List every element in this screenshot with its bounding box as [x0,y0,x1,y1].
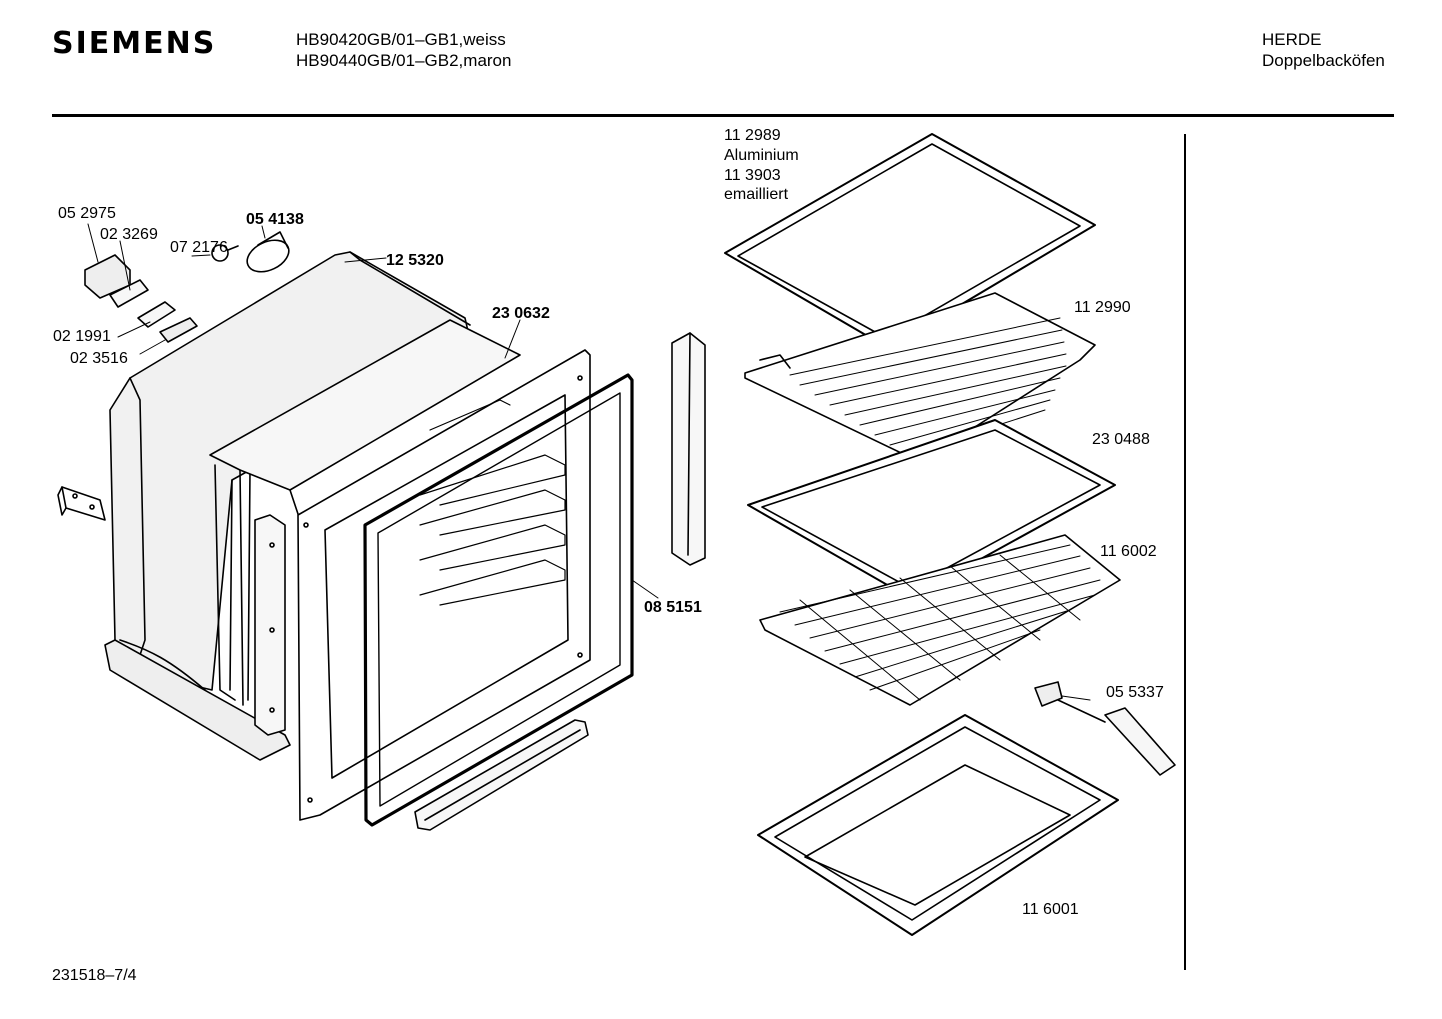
drawing-number: 231518–7/4 [52,967,137,984]
deep-roasting-pan [757,714,1119,936]
part-label-230488: 23 0488 [1092,431,1150,448]
small-parts [84,231,290,343]
category-block: HERDE Doppelbacköfen [1262,29,1385,71]
leader-lines [87,223,1091,701]
side-bracket [57,486,106,521]
part-note-emailliert: emailliert [724,186,789,203]
part-label-054138: 05 4138 [246,211,304,228]
front-trim-strip [414,719,589,831]
shelf-rails [419,399,566,606]
tray-handle [1034,681,1176,776]
oven-liner [209,319,521,706]
part-label-112989: 11 2989 [724,127,781,144]
part-label-055337: 05 5337 [1106,684,1164,701]
category-subtitle: Doppelbacköfen [1262,51,1385,70]
header-divider [52,114,1394,117]
part-label-230632: 23 0632 [492,305,550,322]
part-label-116001: 11 6001 [1022,901,1079,918]
part-label-023516: 02 3516 [70,350,128,367]
enamel-tray-frame [747,419,1116,599]
part-label-112990: 11 2990 [1074,299,1131,316]
part-label-021991: 02 1991 [53,328,111,345]
part-label-023269: 02 3269 [100,226,158,243]
door-seal [363,373,634,827]
flat-baking-tray [724,133,1096,349]
part-label-125320: 12 5320 [386,252,444,269]
part-label-072176: 07 2176 [170,239,228,256]
front-frame [297,349,591,821]
vertical-trim [671,332,706,566]
category-title: HERDE [1262,30,1322,49]
brand-logo: SIEMENS [52,26,217,61]
side-rail [254,514,286,736]
part-label-085151: 08 5151 [644,599,702,616]
wire-grid-shelf [744,292,1096,463]
base-channel [104,639,291,761]
wire-rack [759,534,1121,706]
part-label-052975: 05 2975 [58,205,116,222]
model-line-2: HB90440GB/01–GB2,maron [296,51,512,70]
part-label-113903: 11 3903 [724,167,781,184]
right-margin-divider [1184,134,1186,970]
model-line-1: HB90420GB/01–GB1,weiss [296,30,506,49]
part-label-116002: 11 6002 [1100,543,1157,560]
part-note-aluminium: Aluminium [724,147,799,164]
model-list: HB90420GB/01–GB1,weiss HB90440GB/01–GB2,… [296,29,511,71]
